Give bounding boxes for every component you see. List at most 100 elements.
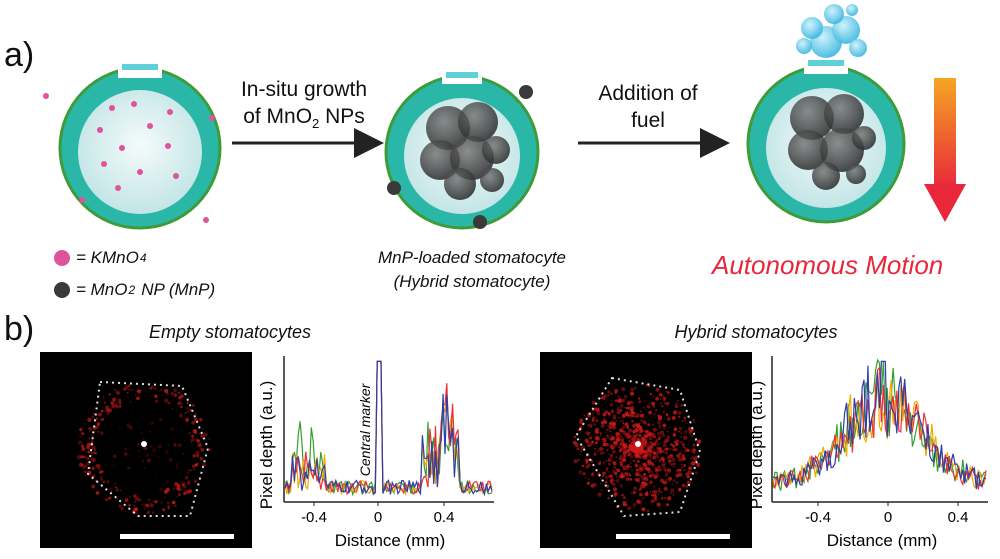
- fluorescence-speck: [106, 480, 110, 484]
- fluorescence-speck: [642, 481, 647, 486]
- fluorescence-speck: [614, 479, 616, 482]
- fluorescence-speck: [599, 397, 602, 400]
- fluorescence-speck: [632, 449, 636, 453]
- fluorescence-speck: [683, 446, 686, 449]
- fluorescence-speck: [681, 466, 683, 469]
- fluorescence-speck: [150, 421, 154, 426]
- fluorescence-speck: [630, 435, 632, 437]
- fluorescence-speck: [97, 430, 100, 433]
- x-tick-label: -0.4: [301, 509, 327, 526]
- fluorescence-speck: [603, 451, 605, 454]
- fluorescence-speck: [608, 413, 611, 416]
- fluorescence-speck: [697, 439, 702, 444]
- fluorescence-speck: [118, 401, 122, 405]
- fluorescence-speck: [85, 456, 89, 460]
- scale-bar: [120, 534, 234, 539]
- fluorescence-speck: [627, 406, 631, 410]
- fluorescence-speck: [635, 464, 638, 468]
- fluorescence-speck: [117, 398, 122, 403]
- fluorescence-speck: [630, 391, 634, 396]
- fluorescence-speck: [597, 450, 599, 452]
- profile-trace: [772, 360, 987, 490]
- fluorescence-speck: [628, 428, 633, 433]
- fluorescence-speck: [657, 435, 660, 438]
- fluorescence-speck: [584, 476, 587, 479]
- fluorescence-speck: [638, 429, 640, 431]
- fluorescence-speck: [650, 459, 653, 461]
- fluorescence-speck: [126, 391, 129, 394]
- fluorescence-speck: [193, 429, 197, 433]
- fluorescence-speck: [609, 453, 614, 458]
- fluorescence-speck: [674, 448, 678, 452]
- fluorescence-speck: [576, 447, 580, 451]
- fluorescence-speck: [665, 479, 668, 481]
- fluorescence-speck: [638, 469, 640, 471]
- fluorescence-speck: [102, 480, 105, 483]
- fluorescence-speck: [146, 458, 151, 463]
- fluorescence-speck: [666, 447, 669, 451]
- fluorescence-speck: [619, 409, 623, 412]
- fluorescence-speck: [134, 496, 139, 501]
- fluorescence-speck: [618, 396, 622, 400]
- fluorescence-speck: [98, 468, 101, 470]
- fluorescence-speck: [658, 416, 662, 421]
- fluorescence-speck: [152, 450, 154, 453]
- fluorescence-speck: [149, 430, 151, 433]
- fluorescence-speck: [677, 468, 681, 472]
- fluorescence-speck: [174, 504, 177, 507]
- hybrid-caption: MnP-loaded stomatocyte (Hybrid stomatocy…: [352, 246, 592, 294]
- fluorescence-speck: [573, 459, 578, 464]
- fluorescence-speck: [630, 400, 634, 405]
- fluorescence-speck: [100, 478, 104, 482]
- fluorescence-speck: [680, 435, 683, 438]
- fluorescence-speck: [100, 417, 104, 422]
- fluorescence-speck: [588, 442, 593, 447]
- fluorescence-speck: [678, 452, 682, 455]
- kmno4-legend-dot: [54, 250, 70, 266]
- fluorescence-speck: [650, 493, 654, 497]
- fluorescence-speck: [670, 488, 675, 493]
- fluorescence-speck: [84, 465, 87, 468]
- fluorescence-speck: [680, 432, 683, 434]
- fluorescence-speck: [666, 401, 670, 406]
- fluorescence-speck: [118, 504, 122, 508]
- fluorescence-speck: [149, 445, 153, 448]
- motion-label: Autonomous Motion: [712, 250, 944, 280]
- fluorescence-speck: [669, 480, 671, 483]
- fluorescence-speck: [680, 440, 683, 444]
- fluorescence-speck: [613, 491, 618, 496]
- fluorescence-speck: [648, 410, 652, 415]
- fluorescence-speck: [629, 413, 634, 418]
- fluorescence-speck: [172, 396, 174, 398]
- fluorescence-speck: [619, 462, 623, 466]
- fluorescence-speck: [636, 468, 639, 471]
- fluorescence-speck: [105, 405, 110, 409]
- fluorescence-speck: [100, 409, 104, 413]
- fluorescence-speck: [202, 432, 208, 437]
- fluorescence-speck: [164, 496, 166, 498]
- fluorescence-speck: [644, 408, 646, 410]
- fluorescence-speck: [189, 408, 192, 412]
- fluorescence-speck: [662, 396, 667, 401]
- fluorescence-speck: [640, 505, 642, 507]
- fluorescence-speck: [615, 443, 618, 447]
- fluorescence-speck: [585, 458, 589, 463]
- panel-a-label: a): [4, 36, 35, 74]
- fluorescence-speck: [193, 439, 196, 441]
- fluorescence-speck: [76, 455, 82, 460]
- fluorescence-speck: [180, 412, 182, 415]
- fluorescence-speck: [109, 487, 112, 490]
- fluorescence-speck: [662, 395, 665, 397]
- fluorescence-speck: [640, 448, 643, 451]
- fluorescence-speck: [658, 438, 660, 440]
- fluorescence-speck: [614, 388, 619, 393]
- fluorescence-speck: [112, 464, 116, 467]
- fluorescence-speck: [653, 498, 658, 502]
- fluorescence-speck: [585, 431, 590, 436]
- fluorescence-speck: [151, 454, 153, 456]
- fluorescence-speck: [609, 425, 613, 429]
- fluorescence-speck: [613, 446, 616, 449]
- fluorescence-speck: [179, 394, 184, 399]
- fluorescence-speck: [610, 409, 615, 413]
- fluorescence-speck: [644, 434, 649, 439]
